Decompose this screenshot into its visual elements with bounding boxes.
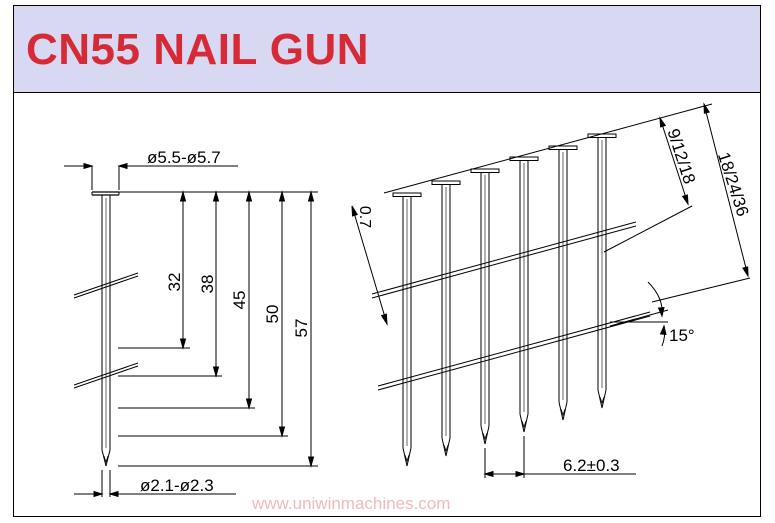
shank-diameter-label: ø2.1-ø2.3 (140, 476, 214, 495)
collation-span-label: 18/24/36 (714, 150, 753, 219)
nail-strip-drawing (371, 103, 713, 467)
length-dimensions (118, 190, 318, 468)
angle-label: 15° (669, 326, 695, 345)
pitch-label: 6.2±0.3 (563, 456, 620, 475)
angle-dimension (609, 281, 669, 347)
head-thickness-label: 0.7 (356, 206, 373, 228)
length-label-32: 32 (165, 273, 184, 292)
head-diameter-dimension (64, 162, 238, 190)
head-thickness-dimension (351, 205, 388, 326)
watermark: www.uniwinmachines.com (252, 494, 451, 513)
length-label-38: 38 (198, 275, 217, 294)
head-diameter-label: ø5.5-ø5.7 (147, 148, 221, 167)
length-label-45: 45 (230, 291, 249, 310)
pitch-dimension (483, 436, 636, 478)
drawing-frame: CN55 NAIL GUN (13, 5, 761, 517)
page-title: CN55 NAIL GUN (26, 25, 370, 74)
shank-diameter-dimension (74, 470, 236, 498)
single-nail-drawing (73, 191, 318, 467)
length-label-57: 57 (292, 319, 311, 338)
collation-span-dimension (651, 102, 751, 303)
title-banner: CN55 NAIL GUN (14, 6, 760, 93)
wire-offset-label: 9/12/18 (663, 126, 699, 186)
wire-offset-dimension (603, 116, 693, 253)
length-label-50: 50 (263, 305, 282, 324)
